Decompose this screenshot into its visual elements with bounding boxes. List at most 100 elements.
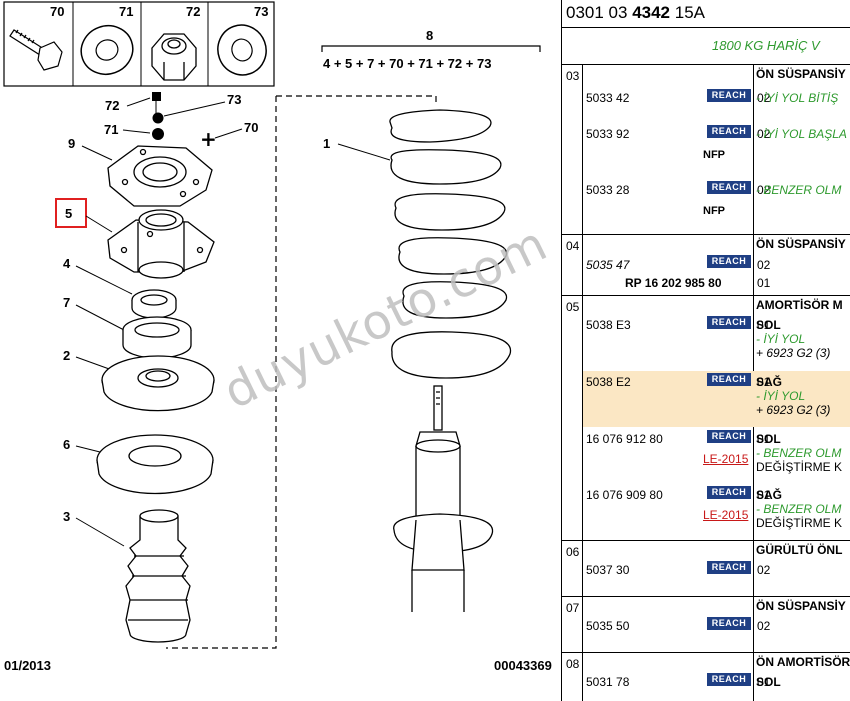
- group-number: 07: [566, 601, 580, 615]
- group-05: 05 AMORTİSÖR M 5038 E3 REACH 01 SOL - İY…: [562, 296, 850, 541]
- group-title: ÖN SÜSPANSİY: [756, 237, 846, 251]
- part-row-5038-e2[interactable]: 5038 E2 REACH 01 SAĞ - İYİ YOL + 6923 G2…: [583, 371, 850, 427]
- group-number: 05: [566, 300, 580, 314]
- exploded-diagram: 70 71 72 73 8 4 + 5 +: [3, 1, 552, 673]
- kit-note: + 6923 G2 (3): [756, 403, 831, 417]
- hardware-symbols: + 72 73 71 70: [104, 92, 258, 151]
- assembly-number: 8: [426, 28, 433, 43]
- callout-70: 70: [244, 120, 258, 135]
- small-part-70-label: 70: [50, 4, 64, 19]
- group-08: 08 ÖN AMORTİSÖR 5031 78 REACH 01 SOL: [562, 653, 850, 701]
- part-description: SAĞ - İYİ YOL + 6923 G2 (3): [756, 375, 830, 417]
- small-parts-strip: 70 71 72 73: [3, 1, 275, 87]
- callout-4: 4: [63, 256, 71, 271]
- side-label: SAĞ: [756, 488, 783, 502]
- part-row-5033-42[interactable]: 5033 42 REACH 02 - İYİ YOL BİTİŞ: [583, 87, 850, 117]
- reach-badge: REACH: [707, 486, 751, 499]
- part-row-5031-78[interactable]: 5031 78 REACH 01 SOL: [583, 671, 850, 699]
- washer-icon: [80, 25, 134, 75]
- description-note: - BENZER OLM: [756, 502, 842, 516]
- quantity: 01: [757, 432, 771, 446]
- callout-5-box[interactable]: [55, 198, 87, 228]
- callout-7: 7: [63, 295, 70, 310]
- callout-71: 71: [104, 122, 118, 137]
- description-note: - İYİ YOL: [756, 332, 806, 346]
- small-part-73-label: 73: [254, 4, 268, 19]
- nfp-label: NFP: [703, 205, 725, 217]
- shock-absorber: [393, 385, 494, 612]
- reach-badge: REACH: [707, 430, 751, 443]
- description-note: - BENZER OLM: [756, 183, 842, 197]
- spring-seat-lower: [96, 434, 214, 495]
- group-number: 06: [566, 545, 580, 559]
- reach-badge: REACH: [707, 255, 751, 268]
- part-row-5038-e3[interactable]: 5038 E3 REACH 01 SOL - İYİ YOL + 6923 G2…: [583, 314, 850, 370]
- part-number[interactable]: 5033 28: [586, 183, 630, 197]
- reach-badge: REACH: [707, 125, 751, 138]
- kit-note: + 6923 G2 (3): [756, 346, 831, 360]
- part-row-16-076-909-80[interactable]: 16 076 909 80 REACH 01 LE-2015 SAĞ - BEN…: [583, 484, 850, 540]
- side-label: SOL: [756, 432, 781, 446]
- part-row-5037-30[interactable]: 5037 30 REACH 02: [583, 559, 850, 593]
- quantity: 02: [757, 258, 771, 272]
- part-number[interactable]: 5038 E2: [586, 375, 631, 389]
- svg-text:+: +: [200, 127, 217, 151]
- quantity: 02: [757, 563, 771, 577]
- group-title: ÖN AMORTİSÖR: [756, 655, 850, 669]
- bump-stop: [125, 509, 191, 643]
- replacement-note: DEĞİŞTİRME K: [756, 460, 843, 474]
- part-row-5035-47[interactable]: 5035 47 REACH 02 RP 16 202 985 80 01: [583, 255, 850, 293]
- le-2015-link[interactable]: LE-2015: [703, 508, 749, 522]
- reach-badge: REACH: [707, 181, 751, 194]
- part-number[interactable]: 5031 78: [586, 675, 630, 689]
- part-number[interactable]: 16 076 912 80: [586, 432, 663, 446]
- bearing-ring: [131, 289, 177, 319]
- nut-icon: [151, 33, 197, 81]
- reach-badge: REACH: [707, 89, 751, 102]
- quantity: 01: [757, 488, 771, 502]
- quantity-secondary: 01: [757, 276, 771, 290]
- ref-prefix: 0301 03: [566, 3, 633, 22]
- part-number[interactable]: 5033 42: [586, 91, 630, 105]
- part-description: - İYİ YOL BAŞLA: [756, 127, 847, 141]
- callout-3: 3: [63, 509, 70, 524]
- part-number[interactable]: 5035 50: [586, 619, 630, 633]
- spring-seat-upper: [101, 355, 215, 412]
- le-2015-link[interactable]: LE-2015: [703, 452, 749, 466]
- group-title: AMORTİSÖR M: [756, 298, 843, 312]
- reach-badge: REACH: [707, 617, 751, 630]
- reach-badge: REACH: [707, 316, 751, 329]
- part-description: - BENZER OLM: [756, 183, 841, 197]
- part-number[interactable]: 16 076 909 80: [586, 488, 663, 502]
- group-title: GÜRÜLTÜ ÖNL: [756, 543, 843, 557]
- callout-1: 1: [323, 136, 330, 151]
- group-04: 04 ÖN SÜSPANSİY 5035 47 REACH 02 RP 16 2…: [562, 235, 850, 296]
- part-number[interactable]: 5033 92: [586, 127, 630, 141]
- part-number[interactable]: 5035 47: [586, 258, 630, 272]
- quantity: 02: [757, 183, 771, 197]
- spring-washer-icon: [217, 24, 267, 76]
- part-number[interactable]: 5037 30: [586, 563, 630, 577]
- quantity: 01: [757, 375, 771, 389]
- part-description: SOL - İYİ YOL + 6923 G2 (3): [756, 318, 830, 360]
- callout-5: 5: [65, 206, 72, 221]
- group-07: 07 ÖN SÜSPANSİY 5035 50 REACH 02: [562, 597, 850, 653]
- small-part-72-label: 72: [186, 4, 200, 19]
- ref-suffix: 15A: [670, 3, 705, 22]
- part-row-5033-92[interactable]: 5033 92 REACH 02 NFP - İYİ YOL BAŞLA: [583, 123, 850, 173]
- strut-mount: [107, 209, 215, 279]
- part-row-5033-28[interactable]: 5033 28 REACH 02 NFP - BENZER OLM: [583, 179, 850, 229]
- part-row-5035-50[interactable]: 5035 50 REACH 02: [583, 615, 850, 649]
- group-number: 08: [566, 657, 580, 671]
- small-part-71-label: 71: [119, 4, 133, 19]
- description-note: - İYİ YOL BAŞLA: [756, 127, 847, 141]
- reach-badge: REACH: [707, 673, 751, 686]
- bearing: [122, 316, 192, 359]
- part-number[interactable]: 5038 E3: [586, 318, 631, 332]
- description-note: - BENZER OLM: [756, 446, 842, 460]
- assembly-formula: 4 + 5 + 7 + 70 + 71 + 72 + 73: [323, 56, 491, 71]
- part-row-16-076-912-80[interactable]: 16 076 912 80 REACH 01 LE-2015 SOL - BEN…: [583, 428, 850, 484]
- group-title: ÖN SÜSPANSİY: [756, 67, 846, 81]
- quantity: 02: [757, 91, 771, 105]
- callout-9: 9: [68, 136, 75, 151]
